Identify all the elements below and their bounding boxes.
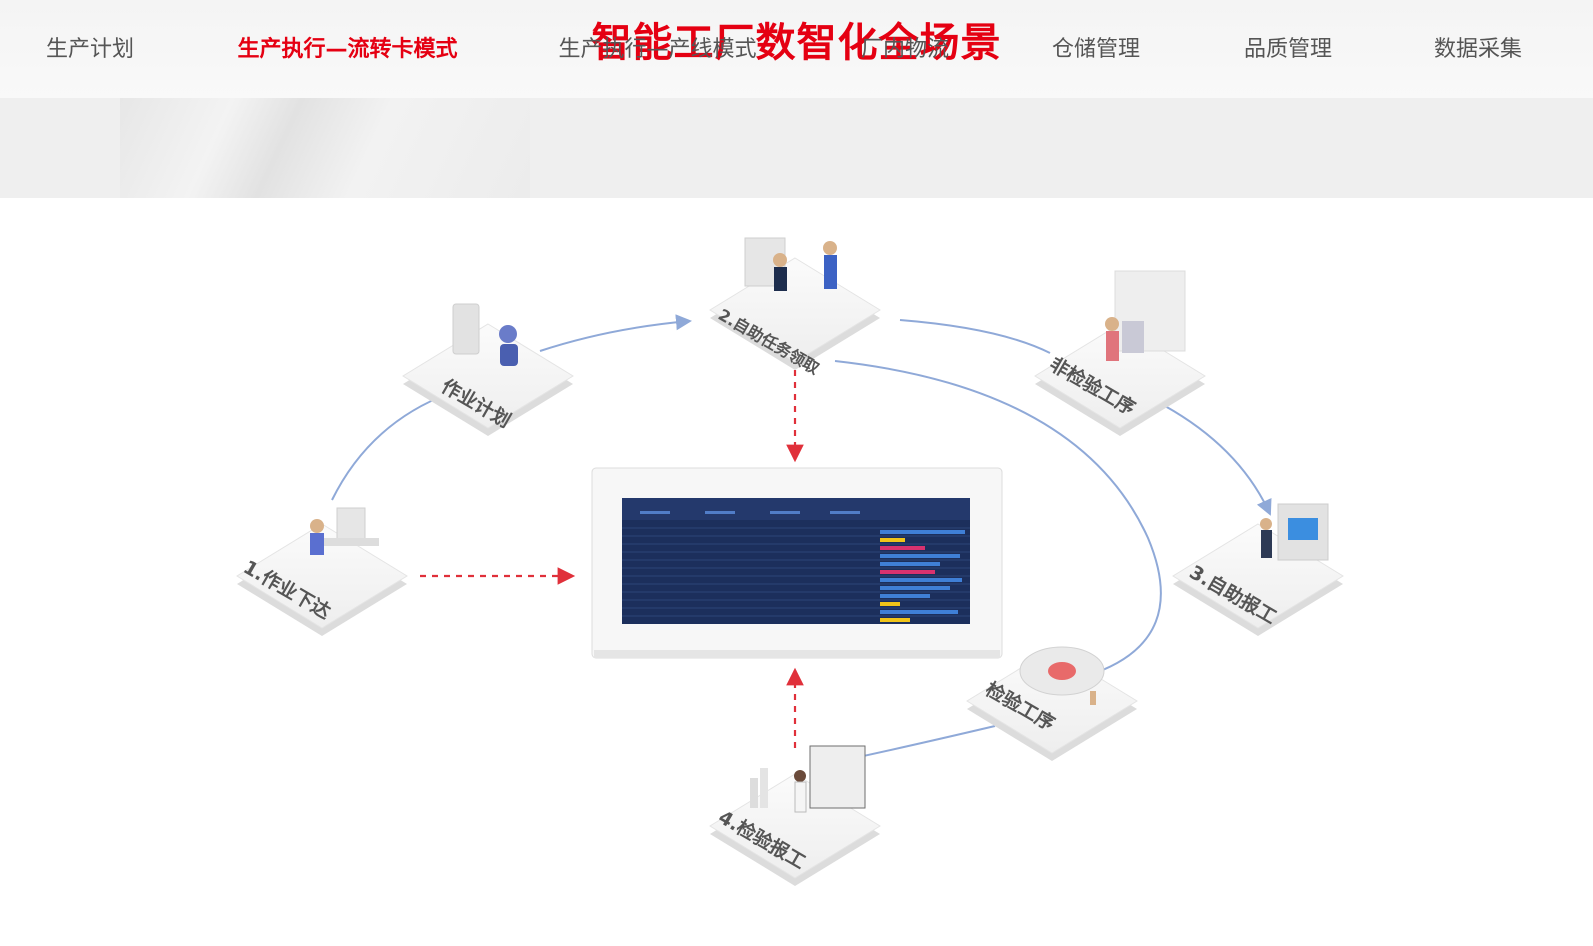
arrow-plan-to-claim (539, 314, 692, 352)
node-plan: 作业计划 (402, 303, 574, 436)
report-screen-icon (809, 745, 866, 809)
page-header (0, 0, 1593, 98)
worker-icon (1106, 331, 1119, 361)
workflow-diagram: 作业计划 2.自助任务领取 非检验工序 1.作业下达 (236, 237, 1344, 886)
arrow-claim-to-inspect (834, 360, 1162, 674)
chart-bars-icon (750, 778, 758, 808)
node-report: 3.自助报工 (1172, 503, 1344, 636)
page-title: 智能工厂数智化全场景 (591, 20, 1002, 66)
worker-icon (310, 533, 324, 555)
node-dispatch: 1.作业下达 (236, 507, 408, 636)
node-claim: 2.自助任务领取 (709, 237, 881, 378)
tab-execution-line-mode[interactable]: 生产执行—产线模式 (558, 37, 757, 62)
data-arrows (420, 370, 804, 748)
tab-quality-management[interactable]: 品质管理 (1243, 37, 1332, 62)
machine-icon (1122, 321, 1144, 353)
tab-data-collection[interactable]: 数据采集 (1433, 37, 1522, 62)
tab-execution-card-mode[interactable]: 生产执行—流转卡模式 (237, 37, 458, 62)
monitor-icon (336, 507, 366, 543)
phone-icon (452, 303, 480, 355)
worker-icon (774, 267, 787, 291)
worker-icon (794, 781, 807, 813)
arrow-dispatch-to-plan (331, 392, 451, 501)
arrow-inspect-to-inspectreport (843, 725, 996, 765)
worker-icon (1261, 530, 1272, 558)
worker-icon (824, 255, 837, 289)
worker-icon (499, 325, 517, 343)
node-inspect: 检验工序 (966, 646, 1138, 761)
tab-warehouse-management[interactable]: 仓储管理 (1051, 37, 1140, 62)
arrow-claim-to-noninspect (899, 319, 1051, 354)
node-inspect-report: 4.检验报工 (709, 745, 881, 886)
node-non-inspect: 非检验工序 (1034, 270, 1206, 436)
tab-factory-logistics[interactable]: 厂内物流 (860, 37, 949, 62)
arrow-noninspect-to-report (1164, 405, 1272, 516)
dashboard-board (591, 467, 1003, 659)
desk-icon (317, 538, 379, 546)
tab-production-plan[interactable]: 生产计划 (45, 37, 134, 62)
worker-icon (1090, 691, 1096, 705)
active-tab-background (120, 98, 530, 198)
